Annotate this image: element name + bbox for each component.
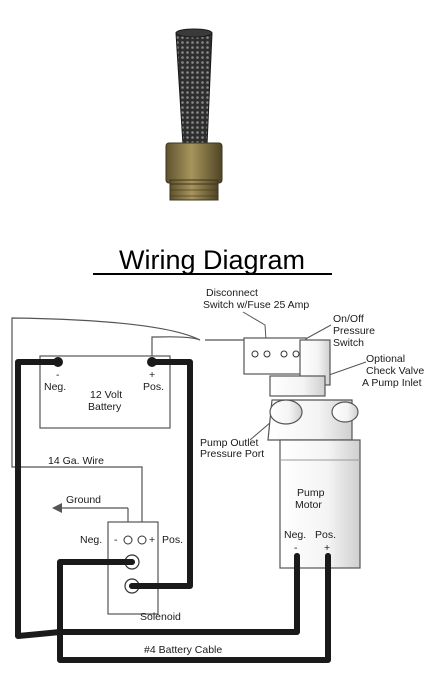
label-solenoid-neg-symbol: - [114, 534, 118, 546]
label-pressure-switch-1: On/Off [333, 313, 364, 325]
battery-box [39, 355, 171, 429]
foot-valve-strainer-image [165, 28, 223, 201]
label-solenoid-neg: Neg. [80, 534, 102, 546]
label-solenoid: Solenoid [140, 611, 181, 623]
label-check-valve-2: Check Valve [366, 365, 424, 377]
label-battery-1: 12 Volt [90, 389, 122, 401]
solenoid-neg-terminal [123, 535, 133, 545]
label-disconnect-1: Disconnect [206, 287, 258, 299]
label-battery-cable: #4 Battery Cable [144, 644, 222, 656]
cable-solenoid-to-motor-pos [57, 553, 331, 663]
label-battery-pos-symbol: + [149, 369, 155, 381]
label-ground: Ground [66, 494, 101, 506]
label-motor-pos-symbol: + [324, 542, 330, 554]
label-motor-neg-symbol: - [294, 542, 298, 554]
wire-disconnect-to-battery [151, 336, 201, 362]
label-battery-pos: Pos. [143, 381, 164, 393]
diagram-labels: Disconnect Switch w/Fuse 25 Amp On/Off P… [44, 287, 424, 656]
battery-neg-terminal [53, 357, 63, 367]
label-motor-neg: Neg. [284, 529, 306, 541]
label-battery-neg: Neg. [44, 381, 66, 393]
diagram-title: Wiring Diagram [119, 245, 305, 275]
battery-pos-terminal [147, 357, 157, 367]
label-disconnect-2: Switch w/Fuse 25 Amp [203, 299, 309, 311]
label-pressure-switch-2: Pressure [333, 325, 375, 337]
pressure-switch-terminal-3 [280, 350, 288, 358]
label-pressure-switch-3: Switch [333, 337, 364, 349]
battery-cables [15, 359, 331, 663]
cable-battery-pos-to-solenoid [129, 359, 193, 589]
label-motor-pos: Pos. [315, 529, 336, 541]
ground-arrow-head [52, 503, 62, 513]
pressure-switch-terminal-2 [263, 350, 271, 358]
label-pump-outlet-2: Pressure Port [200, 448, 264, 460]
pressure-switch-terminal-4 [292, 350, 300, 358]
label-solenoid-pos: Pos. [162, 534, 183, 546]
label-pump-motor-1: Pump [297, 487, 325, 499]
solenoid-pos-terminal [137, 535, 147, 545]
label-check-valve-3: A Pump Inlet [362, 377, 422, 389]
solenoid [107, 521, 159, 615]
pump-head-assembly [267, 339, 359, 441]
label-battery-neg-symbol: - [56, 369, 60, 381]
label-check-valve-1: Optional [366, 353, 405, 365]
wire-14ga-loop [11, 317, 201, 540]
label-pump-outlet-1: Pump Outlet [200, 437, 258, 449]
label-battery-2: Battery [88, 401, 122, 413]
label-pump-motor-2: Motor [295, 499, 322, 511]
pressure-switch-terminal-1 [251, 350, 259, 358]
label-14ga-wire: 14 Ga. Wire [48, 455, 104, 467]
pump-motor [279, 439, 361, 569]
control-wiring [11, 317, 256, 540]
pressure-switch [243, 337, 307, 375]
label-solenoid-pos-symbol: + [149, 534, 155, 546]
check-valve-leader [328, 361, 367, 376]
